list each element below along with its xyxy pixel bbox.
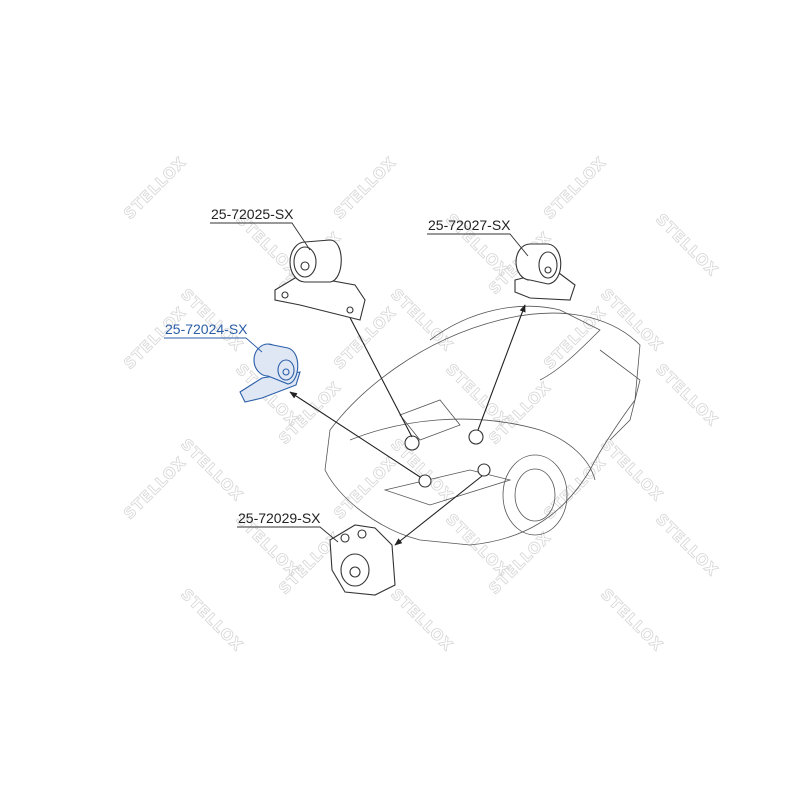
watermark-logo: STELLOX [540,303,610,373]
watermark-logo: STELLOX [177,435,247,505]
part-number-text: 25-72027-SX [428,217,511,233]
installed-mount-right [468,429,484,445]
leader-line [210,222,311,251]
installed-mount-left [418,474,432,488]
arrow-mount-right [477,304,526,431]
watermark-logo: STELLOX [177,285,247,355]
watermark-logo: STELLOX [540,153,610,223]
watermark-logo: STELLOX [652,510,722,580]
watermark-logo: STELLOX [330,453,400,523]
part-label-25-72029[interactable]: 25-72029-SX [237,510,339,543]
part-label-25-72024[interactable]: 25-72024-SX [164,321,263,353]
part-label-25-72025[interactable]: 25-72025-SX [210,206,311,251]
engine-mount-rear-illustration[interactable] [274,239,366,321]
leader-line [237,526,339,543]
watermark-logo: STELLOX [597,435,667,505]
watermark-logo: STELLOX [120,153,190,223]
watermark-logo: STELLOX [120,453,190,523]
installed-mount-front [477,463,491,477]
part-number-text: 25-72024-SX [165,321,248,337]
arrow-mount-rear [344,307,413,438]
part-number-text: 25-72025-SX [211,206,294,222]
watermark-logo: STELLOX [540,453,610,523]
leader-line [164,337,263,353]
leader-line [427,233,529,257]
part-label-25-72027[interactable]: 25-72027-SX [427,217,529,257]
watermark-logo: STELLOX [597,585,667,655]
watermark-logo: STELLOX [387,585,457,655]
arrow-mount-left [289,391,421,478]
watermark-logo: STELLOX [177,585,247,655]
watermark-logo: STELLOX [330,153,400,223]
watermark-logo: STELLOX [387,285,457,355]
car-body-outline [324,305,641,546]
watermark-logo: STELLOX [652,360,722,430]
arrow-mount-front [394,475,483,546]
engine-mount-left-illustration[interactable] [239,343,301,403]
part-number-text: 25-72029-SX [238,510,321,526]
engine-mount-front-illustration[interactable] [329,524,396,596]
watermark-logo: STELLOX [652,210,722,280]
engine-mount-right-illustration[interactable] [514,243,576,301]
watermark-logo: STELLOX [597,285,667,355]
installed-mount-rear [404,435,420,451]
